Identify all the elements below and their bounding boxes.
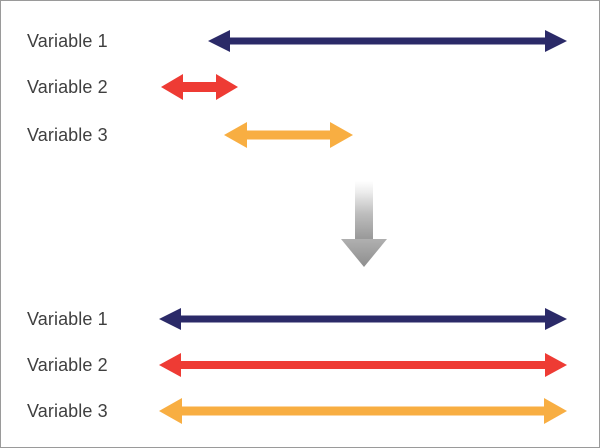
top-row-1-label: Variable 1 xyxy=(27,31,108,51)
bottom-row-1-arrow xyxy=(159,308,567,330)
top-row-3-arrow xyxy=(224,122,353,148)
top-row-3-label: Variable 3 xyxy=(27,125,108,145)
top-row-2-arrow xyxy=(161,74,238,100)
down-arrow-gradient-icon xyxy=(341,181,387,267)
top-row-1-arrow xyxy=(208,30,567,52)
bottom-row-3-arrow xyxy=(159,398,567,424)
transition-arrow xyxy=(341,181,387,272)
bottom-row-2-label: Variable 2 xyxy=(27,355,108,375)
bottom-row-3-label: Variable 3 xyxy=(27,401,108,421)
bottom-row-1-label: Variable 1 xyxy=(27,309,108,329)
bottom-row-2-arrow xyxy=(159,353,567,377)
top-row-2-label: Variable 2 xyxy=(27,77,108,97)
